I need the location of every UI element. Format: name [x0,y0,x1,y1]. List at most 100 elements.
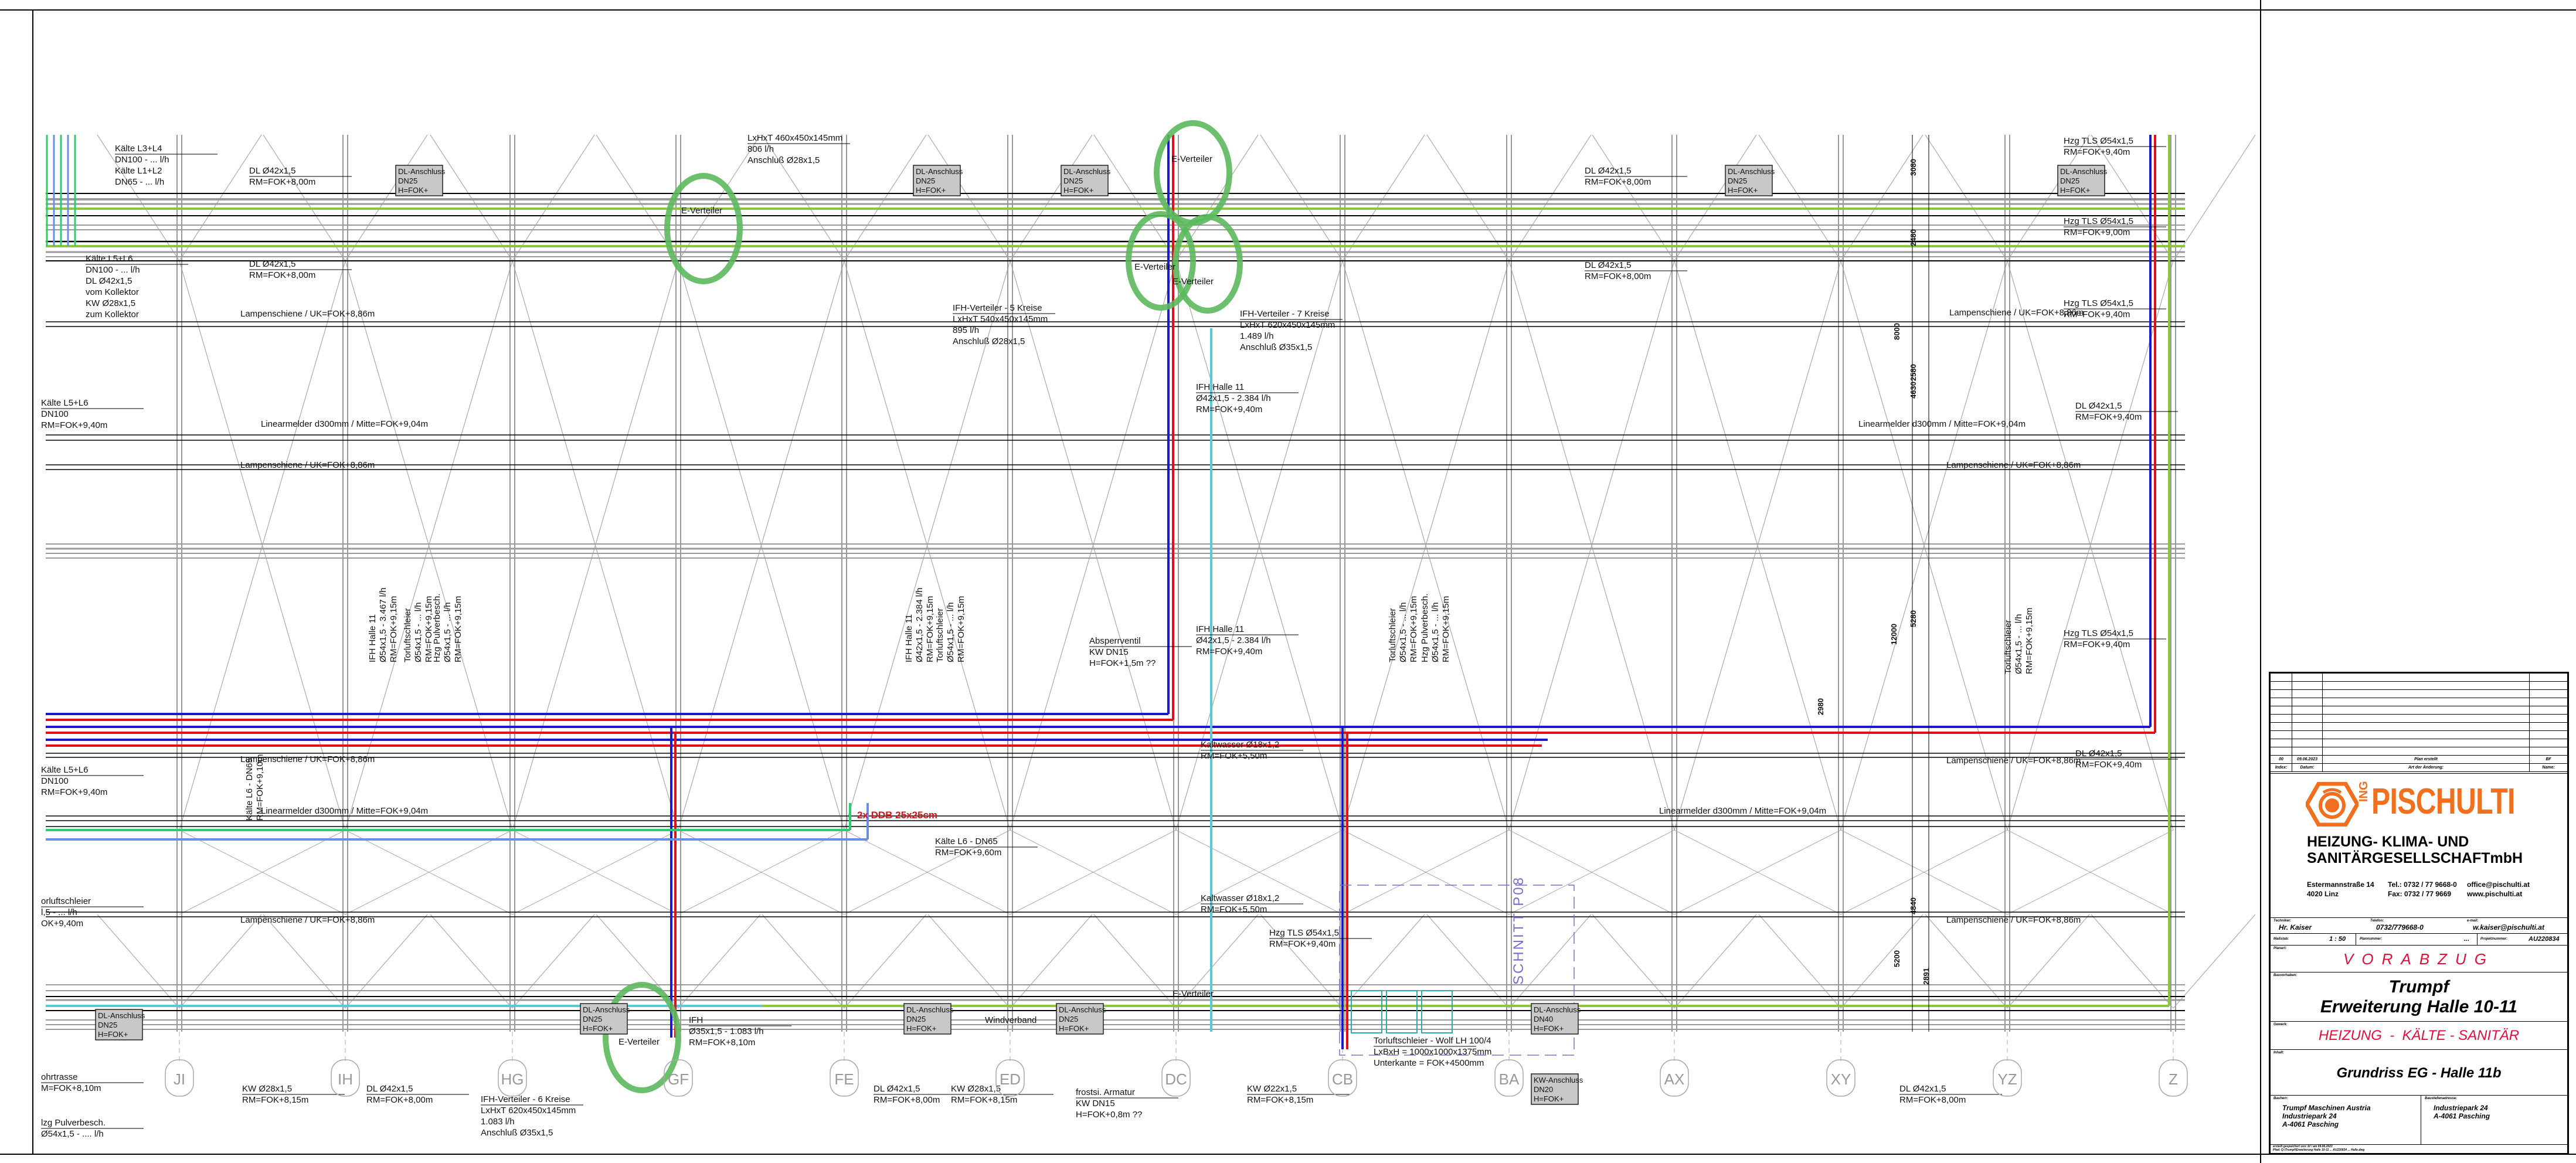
connection-tag-box [2057,165,2105,196]
annotation-text: RM=FOK+9,40m [2064,310,2130,319]
connection-tag-text: H=FOK+ [916,186,946,195]
annotation-text: 1.489 l/h [1240,331,1274,341]
dimension-text: 8000 [1892,323,1901,340]
bracing-line [179,829,346,915]
annotation-text: Ø42x1,5 - 2.384 l/h [1196,393,1271,403]
pipe-layer [46,135,2170,1056]
connection-tag-box [913,165,961,196]
bracing-line [2173,914,2256,1009]
annotation-text: KW Ø28x1,5 [242,1084,292,1094]
bracing-line [263,134,346,261]
annotation-text: Hzg TLS Ø54x1,5 [2064,216,2133,226]
bracing-line [1508,829,1675,915]
bracing-line [97,134,180,261]
annotation-text: IFH Halle 11 [1196,382,1244,392]
company-web[interactable]: www.pischulti.at [2467,890,2523,898]
grid-axis-label: JI [174,1070,185,1088]
grid-axis-label: FE [834,1070,854,1088]
annotation-text: frostsi. Armatur [1076,1087,1135,1097]
dimension-text: 3080 [1909,159,1918,176]
connection-tag-box [1531,1073,1579,1105]
highlight-circles [603,120,1243,1093]
connection-tag-text: H=FOK+ [98,1030,128,1039]
site-line: A-4061 Pasching [2434,1112,2490,1120]
annotation-text: E-Verteiler [1134,262,1175,272]
revision-table: 00 09.06.2023 Plan erstellt BF Index: Da… [2271,674,2567,774]
grid-axis-label: IH [338,1070,353,1088]
annotation-text: KW DN15 [1089,647,1129,657]
bracing-line [1175,829,1343,915]
project-line1: Trumpf [2388,977,2449,997]
client-line: Industriepark 24 [2282,1112,2337,1120]
bracing-line [1840,260,2008,831]
footer-row: erstellt gespeichert von: bf / am 09.06.… [2271,1145,2567,1157]
annotation-text: Linearmelder d300mm / Mitte=FOK+9,04m [261,419,428,429]
annotation-text: ohrtrasse [41,1072,78,1082]
annotation-text: E-Verteiler [618,1037,660,1047]
annotation-text: Lampenschiene / UK=FOK+8,86m [240,460,375,470]
annotation-text: DL Ø42x1,5 [2075,749,2122,759]
bracing-line [844,260,1011,831]
technician-row: Techniker: Hr. Kaiser Telefon: 0732/7796… [2271,918,2567,934]
connection-tag-text: H=FOK+ [583,1024,613,1033]
connection-tag-text: H=FOK+ [1534,1094,1564,1103]
highlight-circle [664,173,743,284]
project-row: Bauvorhaben: Trumpf Erweiterung Halle 10… [2271,972,2567,1022]
annotation-text: Absperrventil [1089,636,1141,646]
grid-axis-bubble [2159,1059,2188,1097]
bracing-line [1508,260,1675,831]
content-label: Inhalt: [2273,1051,2284,1055]
connection-tag-text: DL-Anschluss [583,1005,630,1014]
grid-axis-bubble [165,1059,194,1097]
grid-axis-bubble [1161,1059,1191,1097]
annotation-text: Hzg TLS Ø54x1,5 [2064,628,2133,638]
annotation-text: zum Kollektor [86,310,139,319]
annotation-text: RM=FOK+9,40m [41,420,107,430]
company-fax: Fax: 0732 / 77 9669 [2388,890,2452,898]
annotation-text: Kaltwasser Ø18x1,2 [1201,893,1279,903]
revision-index: 00 [2271,756,2292,764]
annotation-text: LxHxT 540x450x145mm [953,314,1048,324]
annotation-text: Anschluß Ø28x1,5 [747,155,820,165]
annotation-text: RM=FOK+9,15m [2024,608,2034,674]
bracing-line [678,134,761,261]
annotation-text: DN100 - ... l/h [86,265,140,275]
plan-type-row: Planart: VORABZUG [2271,946,2567,972]
plan-number-label: Plannummer: [2360,937,2383,941]
footer-created: erstellt gespeichert von: bf / am 09.06.… [2273,1145,2333,1148]
connection-tag-text: KW-Anschluss [1534,1076,1583,1084]
structure-layer [46,134,2256,1061]
bracing-line [1674,260,1841,831]
connection-tag-text: DN25 [98,1021,117,1029]
bracing-line [1508,914,1592,1009]
annotation-text: RM=FOK+8,00m [1899,1095,1966,1105]
annotation-text: Ø54x1,5 - ... l/h [413,602,423,662]
bracing-line [1342,829,1510,915]
annotation-text: Torluftschleier [935,608,945,662]
bracing-line [1925,134,2008,261]
annotation-text: RM=FOK+5,50m [1201,904,1267,914]
annotation-text: Anschluß Ø28x1,5 [953,336,1025,346]
annotation-text: RM=FOK+9,60m [935,848,1001,858]
revision-date: 09.06.2023 [2292,756,2323,764]
annotation-text: DL Ø42x1,5 [86,276,132,286]
annotation-text: Linearmelder d300mm / Mitte=FOK+9,04m [1659,806,1826,816]
bracing-line [2007,829,2174,915]
bracing-line [1010,134,1093,261]
bracing-line [1508,134,1592,261]
annotation-text: DL Ø42x1,5 [1585,260,1632,270]
company-logo-icon [2306,782,2358,827]
annotation-text: Torluftschleier - Wolf LH 100/4 [1374,1036,1491,1046]
dimension-text: 2580 [1909,364,1918,381]
company-city: 4020 Linz [2307,890,2339,898]
bracing-line [1674,914,1757,1009]
company-email[interactable]: office@pischulti.at [2467,880,2530,889]
rev-header-name: Name: [2530,764,2567,772]
bracing-line [1758,134,1841,261]
annotation-text: H=FOK+0,8m ?? [1076,1110,1142,1120]
annotation-text: DN100 [41,409,69,419]
connection-tag-box [903,1003,951,1035]
connection-tag-text: DN20 [1534,1085,1553,1094]
annotation-text: DL Ø42x1,5 [249,166,296,176]
